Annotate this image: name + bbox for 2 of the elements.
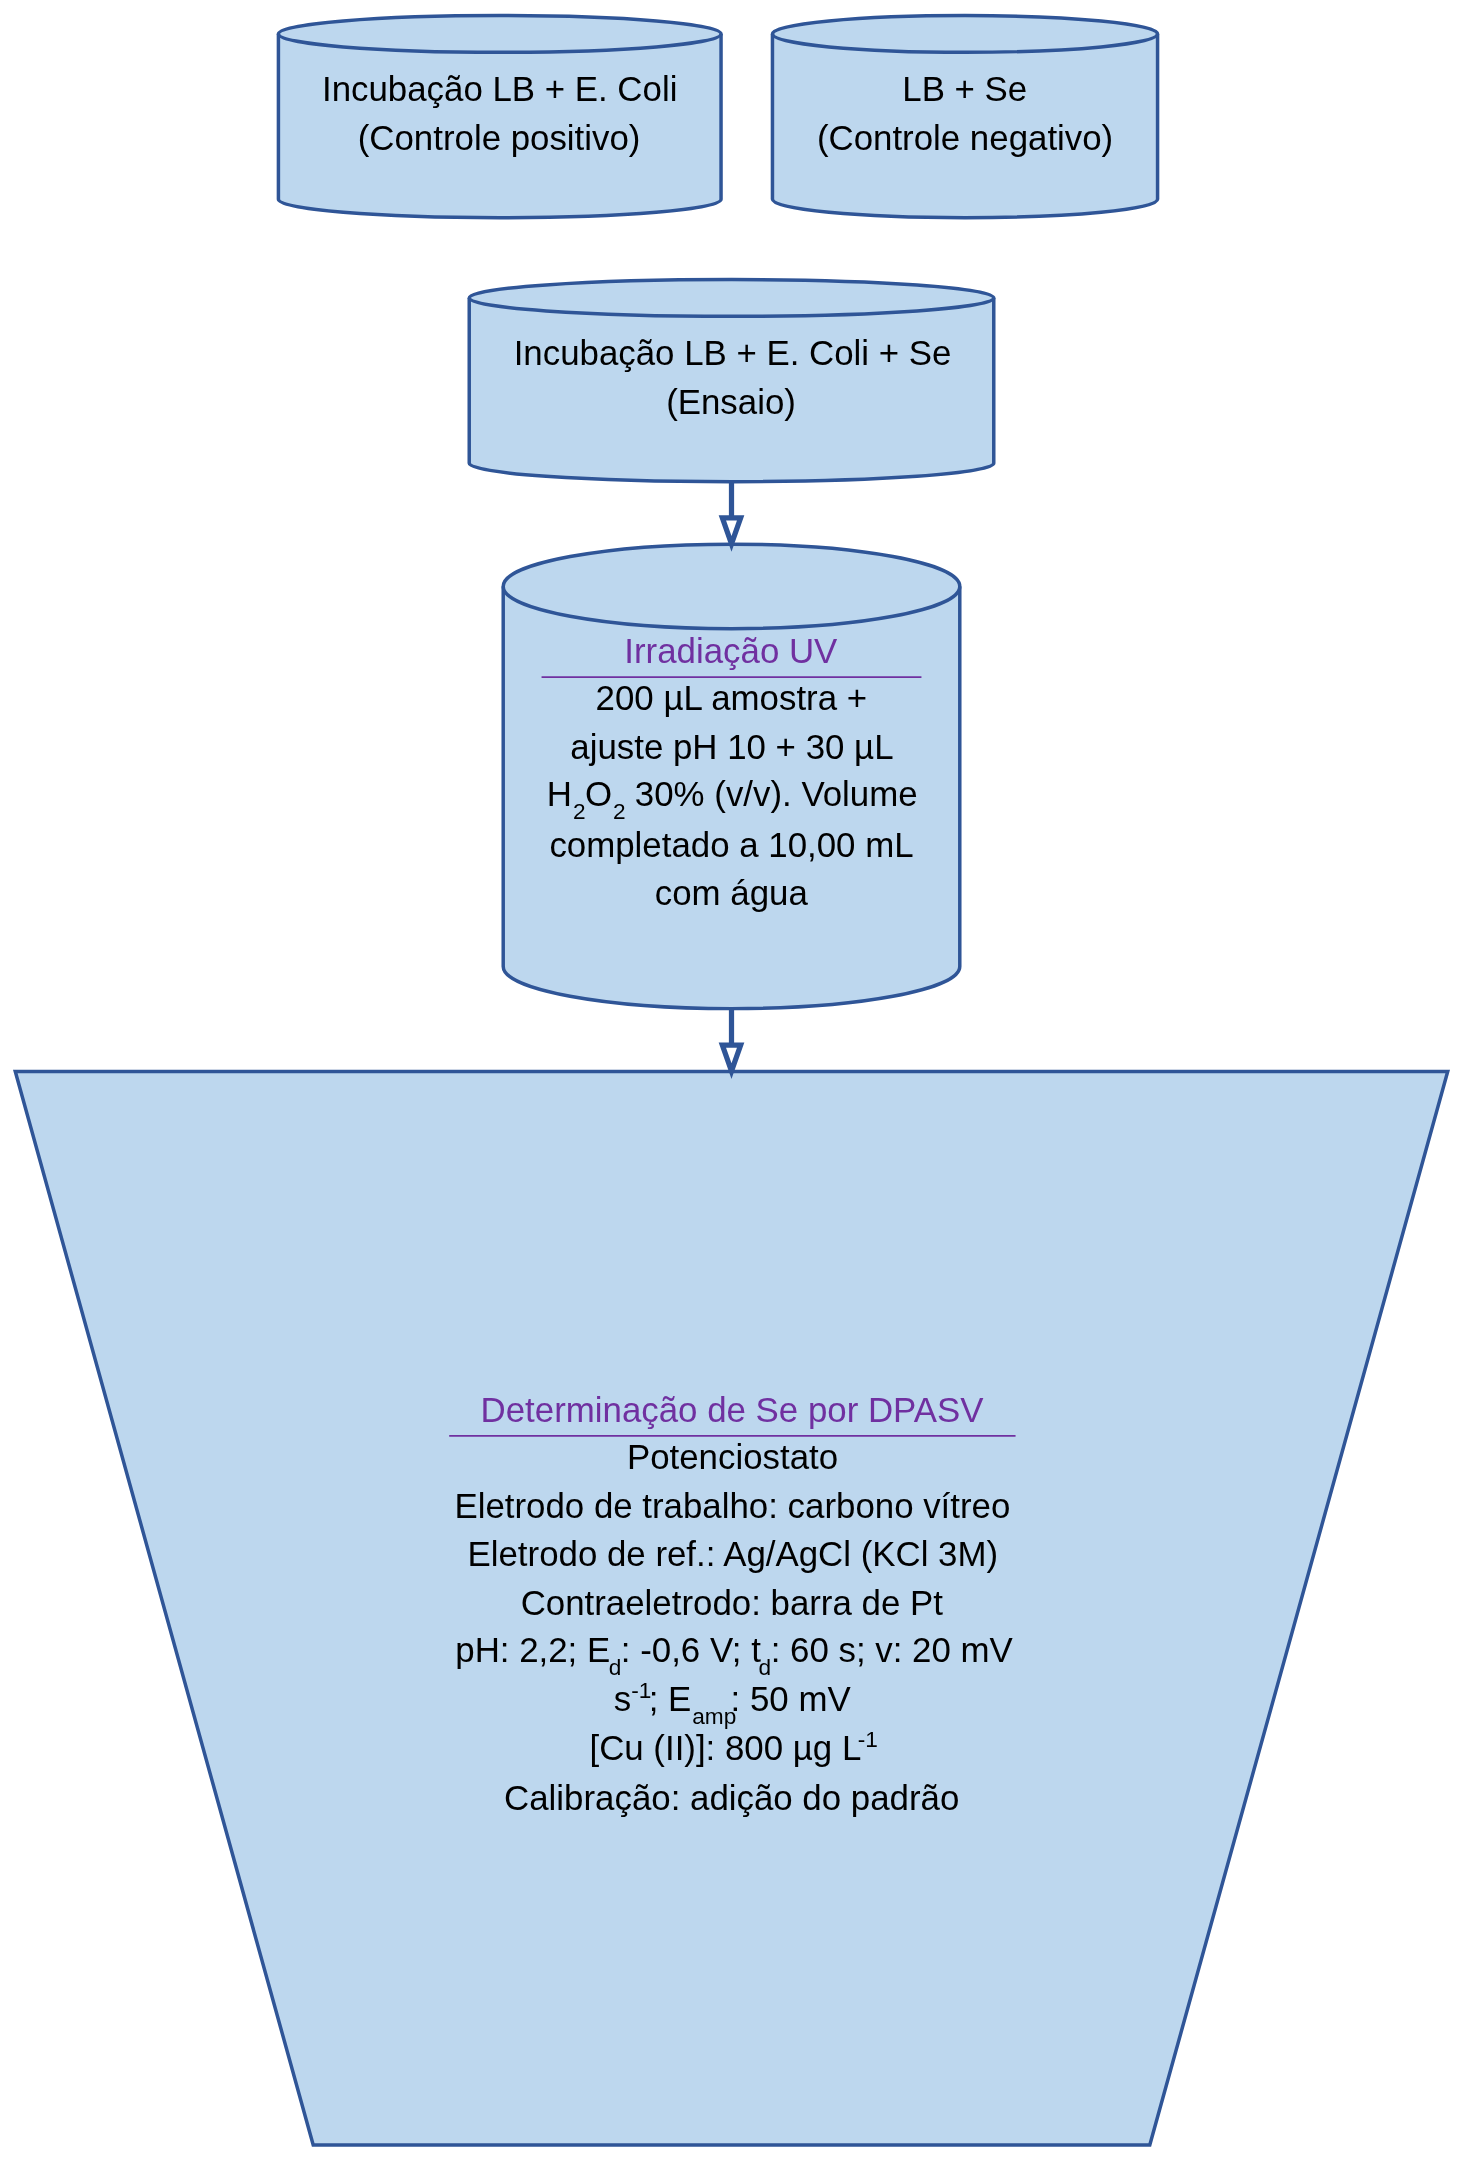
- arrow: [718, 1008, 745, 1080]
- arrow: [718, 481, 745, 552]
